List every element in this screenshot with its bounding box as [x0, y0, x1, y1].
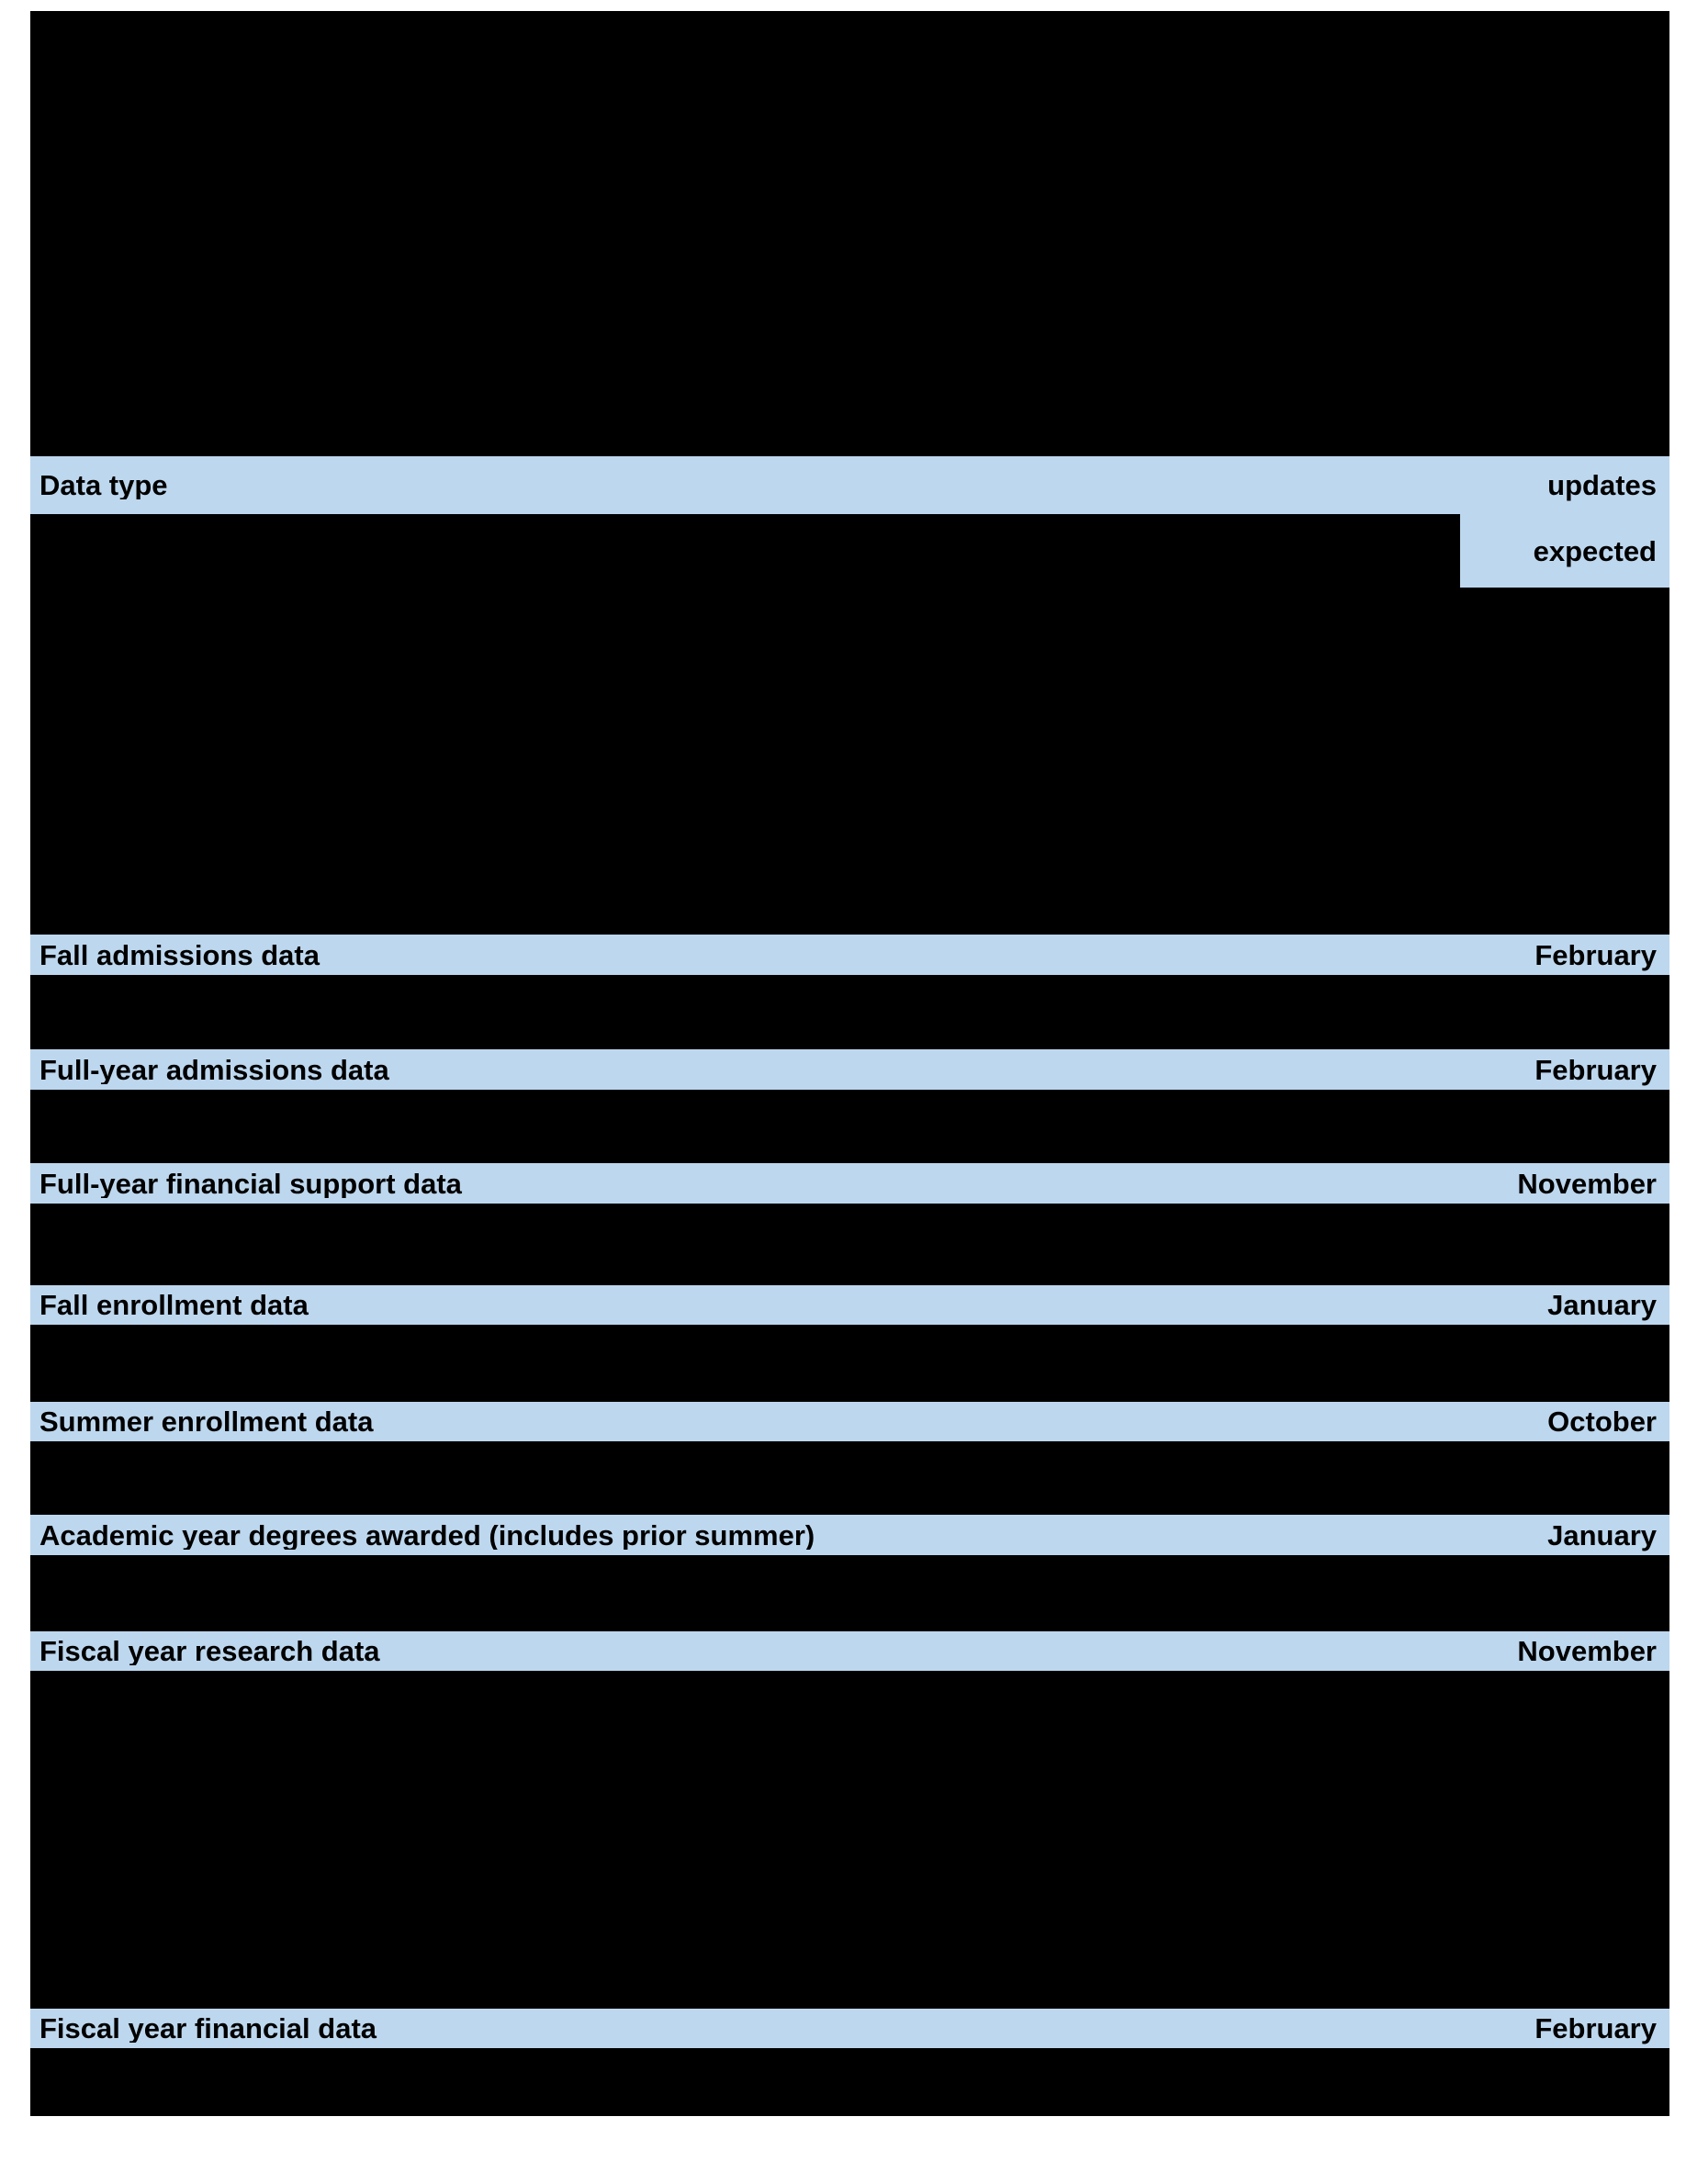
cell-updates-expected: February	[1534, 938, 1657, 971]
cell-data-type: Fall admissions data	[39, 940, 320, 969]
column-header-updates-line1: updates	[1547, 469, 1657, 501]
table-row: Summer enrollment data October	[30, 1402, 1669, 1441]
table-row: Academic year degrees awarded (includes …	[30, 1515, 1669, 1555]
table-header-row-line2: expected	[30, 514, 1669, 588]
cell-updates-expected: January	[1547, 1518, 1657, 1551]
cell-updates-expected: January	[1547, 1289, 1657, 1321]
cell-data-type: Fall enrollment data	[39, 1291, 309, 1319]
column-header-data-type: Data type	[39, 471, 168, 499]
table-row: Fall enrollment data January	[30, 1285, 1669, 1325]
table-row: Fiscal year financial data February	[30, 2009, 1669, 2048]
cell-updates-expected: November	[1517, 1635, 1657, 1667]
cell-data-type: Fiscal year financial data	[39, 2014, 377, 2043]
cell-data-type: Full-year admissions data	[39, 1055, 389, 1084]
cell-updates-expected: October	[1547, 1406, 1657, 1438]
cell-updates-expected: February	[1534, 2012, 1657, 2044]
cell-data-type: Summer enrollment data	[39, 1407, 374, 1436]
cell-updates-expected: November	[1517, 1167, 1657, 1200]
cell-updates-expected: February	[1534, 1053, 1657, 1086]
table-header-row-line1: Data type updates	[30, 456, 1669, 514]
redaction-block-header-left	[30, 514, 1460, 588]
cell-data-type: Full-year financial support data	[39, 1169, 462, 1198]
table-row: Full-year financial support data Novembe…	[30, 1163, 1669, 1204]
table-row: Full-year admissions data February	[30, 1049, 1669, 1090]
cell-data-type: Academic year degrees awarded (includes …	[39, 1520, 815, 1550]
table-row: Fall admissions data February	[30, 935, 1669, 975]
cell-data-type: Fiscal year research data	[39, 1637, 380, 1665]
table-row: Fiscal year research data November	[30, 1631, 1669, 1671]
column-header-updates-line2: expected	[1460, 514, 1669, 588]
